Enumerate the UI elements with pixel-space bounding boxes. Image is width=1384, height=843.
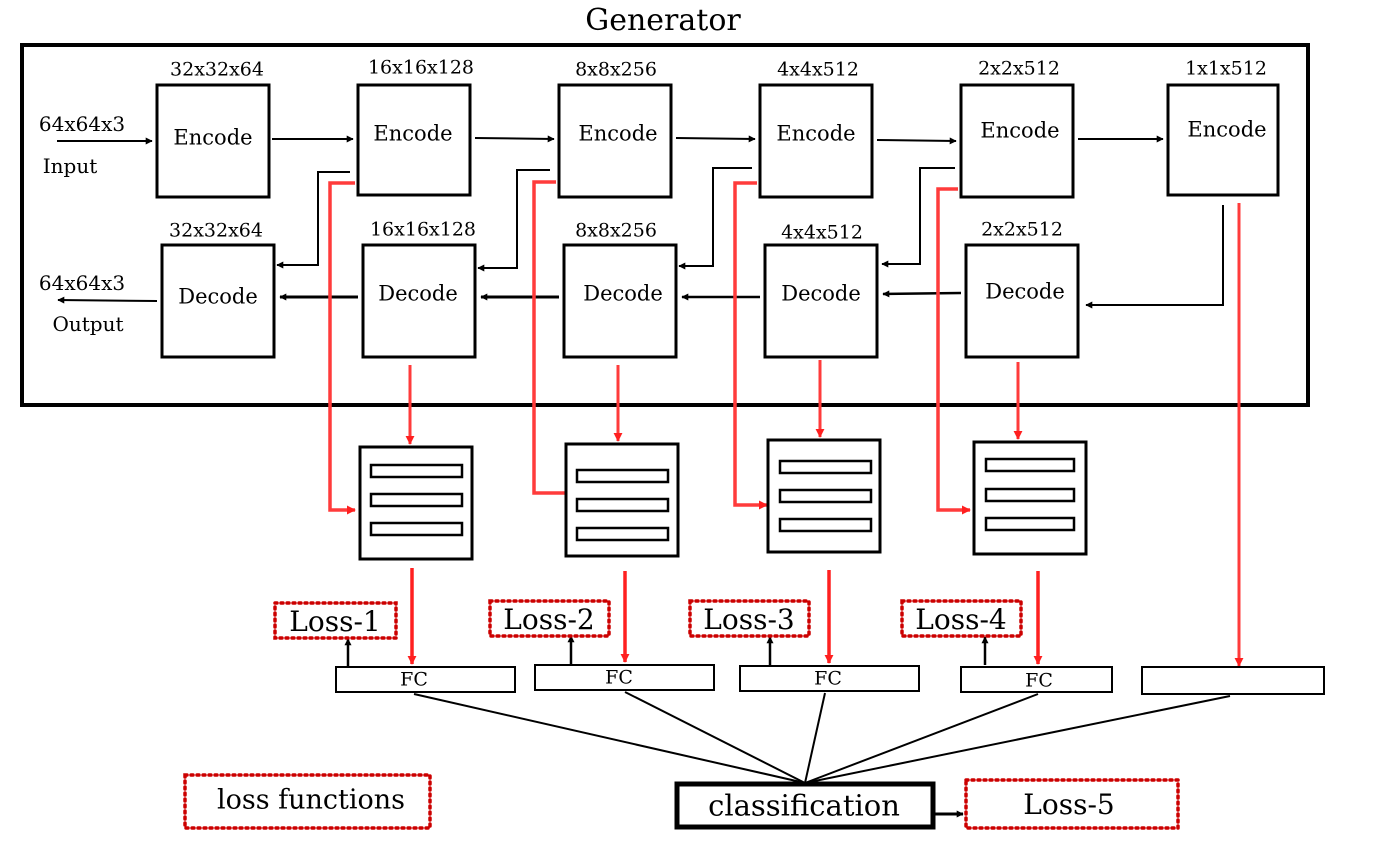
input-label: Input (42, 154, 98, 178)
decoder-dim-3: 8x8x256 (575, 219, 657, 242)
encoder-dim-2: 16x16x128 (367, 56, 475, 79)
output-label: Output (52, 312, 124, 336)
fc-to-loss-arrows (344, 635, 989, 666)
classifier-head-3 (766, 438, 882, 554)
loss-box-1 (273, 601, 398, 640)
encoder-block-3 (557, 83, 673, 199)
fc-layer-2 (534, 664, 715, 691)
decoder-block-5 (964, 243, 1080, 359)
encoder-label-5: Encode (980, 118, 1060, 143)
head-to-fc-arrows (407, 568, 1043, 665)
loss-label-5: Loss-5 (1023, 788, 1115, 821)
encoder-dim-4: 4x4x512 (777, 58, 859, 81)
encoder-label-1: Encode (173, 125, 253, 150)
loss-label-3: Loss-3 (703, 603, 795, 636)
encoder-feature-routes (328, 180, 971, 515)
fc-layer-3 (739, 665, 920, 692)
decoder-dim-1: 32x32x64 (169, 219, 263, 242)
classifier-head-1 (358, 445, 474, 561)
decoder-block-2 (361, 243, 477, 359)
classifier-head-4 (972, 440, 1088, 556)
decoder-label-2: Decode (378, 281, 458, 306)
decoder-label-5: Decode (985, 279, 1065, 304)
loss-box-5 (964, 778, 1180, 830)
legend-label: loss functions (216, 784, 406, 816)
decoder-block-1 (160, 243, 276, 359)
encoder-label-2: Encode (373, 121, 453, 146)
encoder-block-1 (155, 83, 271, 199)
skip-connections (276, 167, 955, 272)
fc-label-3: FC (814, 667, 842, 690)
diagram-title: Generator (585, 3, 741, 38)
decoder-label-3: Decode (583, 281, 663, 306)
decoder-label-1: Decode (178, 284, 258, 309)
fc-layer-5 (1141, 666, 1325, 695)
encoder-block-5 (959, 83, 1075, 199)
encoder-block-2 (356, 83, 472, 197)
decoder-block-3 (562, 243, 678, 359)
loss-label-1: Loss-1 (289, 605, 381, 638)
fc-label-2: FC (605, 666, 633, 689)
fc-to-classification-lines (413, 691, 1231, 784)
encoder-label-4: Encode (776, 121, 856, 146)
encoder-arrows (57, 135, 1164, 145)
fc-label-4: FC (1025, 669, 1053, 692)
legend-box (183, 773, 432, 830)
loss-boxes (183, 599, 1180, 830)
loss-label-2: Loss-2 (503, 603, 595, 636)
classifier-head-2 (564, 442, 680, 558)
loss-box-2 (488, 599, 611, 638)
fc-layer-4 (960, 666, 1113, 693)
decoder-block-4 (763, 243, 879, 359)
encoder-block-4 (758, 83, 874, 199)
encoder-label-6: Encode (1187, 117, 1267, 142)
decoder-label-4: Decode (781, 281, 861, 306)
encoder-dim-3: 8x8x256 (575, 58, 657, 81)
encoder-dim-1: 32x32x64 (170, 58, 264, 81)
input-dim-label: 64x64x3 (38, 112, 126, 136)
generator-frame (20, 43, 1310, 407)
decoder-dim-2: 16x16x128 (369, 218, 477, 241)
classification-box (674, 781, 936, 830)
encoder-block-6 (1166, 83, 1280, 197)
decoder-arrows (57, 205, 1224, 309)
output-dim-label: 64x64x3 (38, 271, 126, 295)
encoder-label-3: Encode (578, 121, 658, 146)
decoder-dim-5: 2x2x512 (981, 218, 1063, 241)
classification-label: classification (708, 788, 900, 823)
decoder-dim-4: 4x4x512 (781, 221, 863, 244)
loss-box-3 (688, 599, 811, 638)
fc-layer-1 (335, 666, 516, 693)
loss-label-4: Loss-4 (915, 603, 1007, 636)
encoder-dim-5: 2x2x512 (978, 57, 1060, 80)
fc-label-1: FC (400, 668, 428, 691)
loss-box-4 (900, 599, 1023, 638)
encoder-dim-6: 1x1x512 (1185, 57, 1267, 80)
decoder-feature-arrows (405, 203, 1244, 667)
